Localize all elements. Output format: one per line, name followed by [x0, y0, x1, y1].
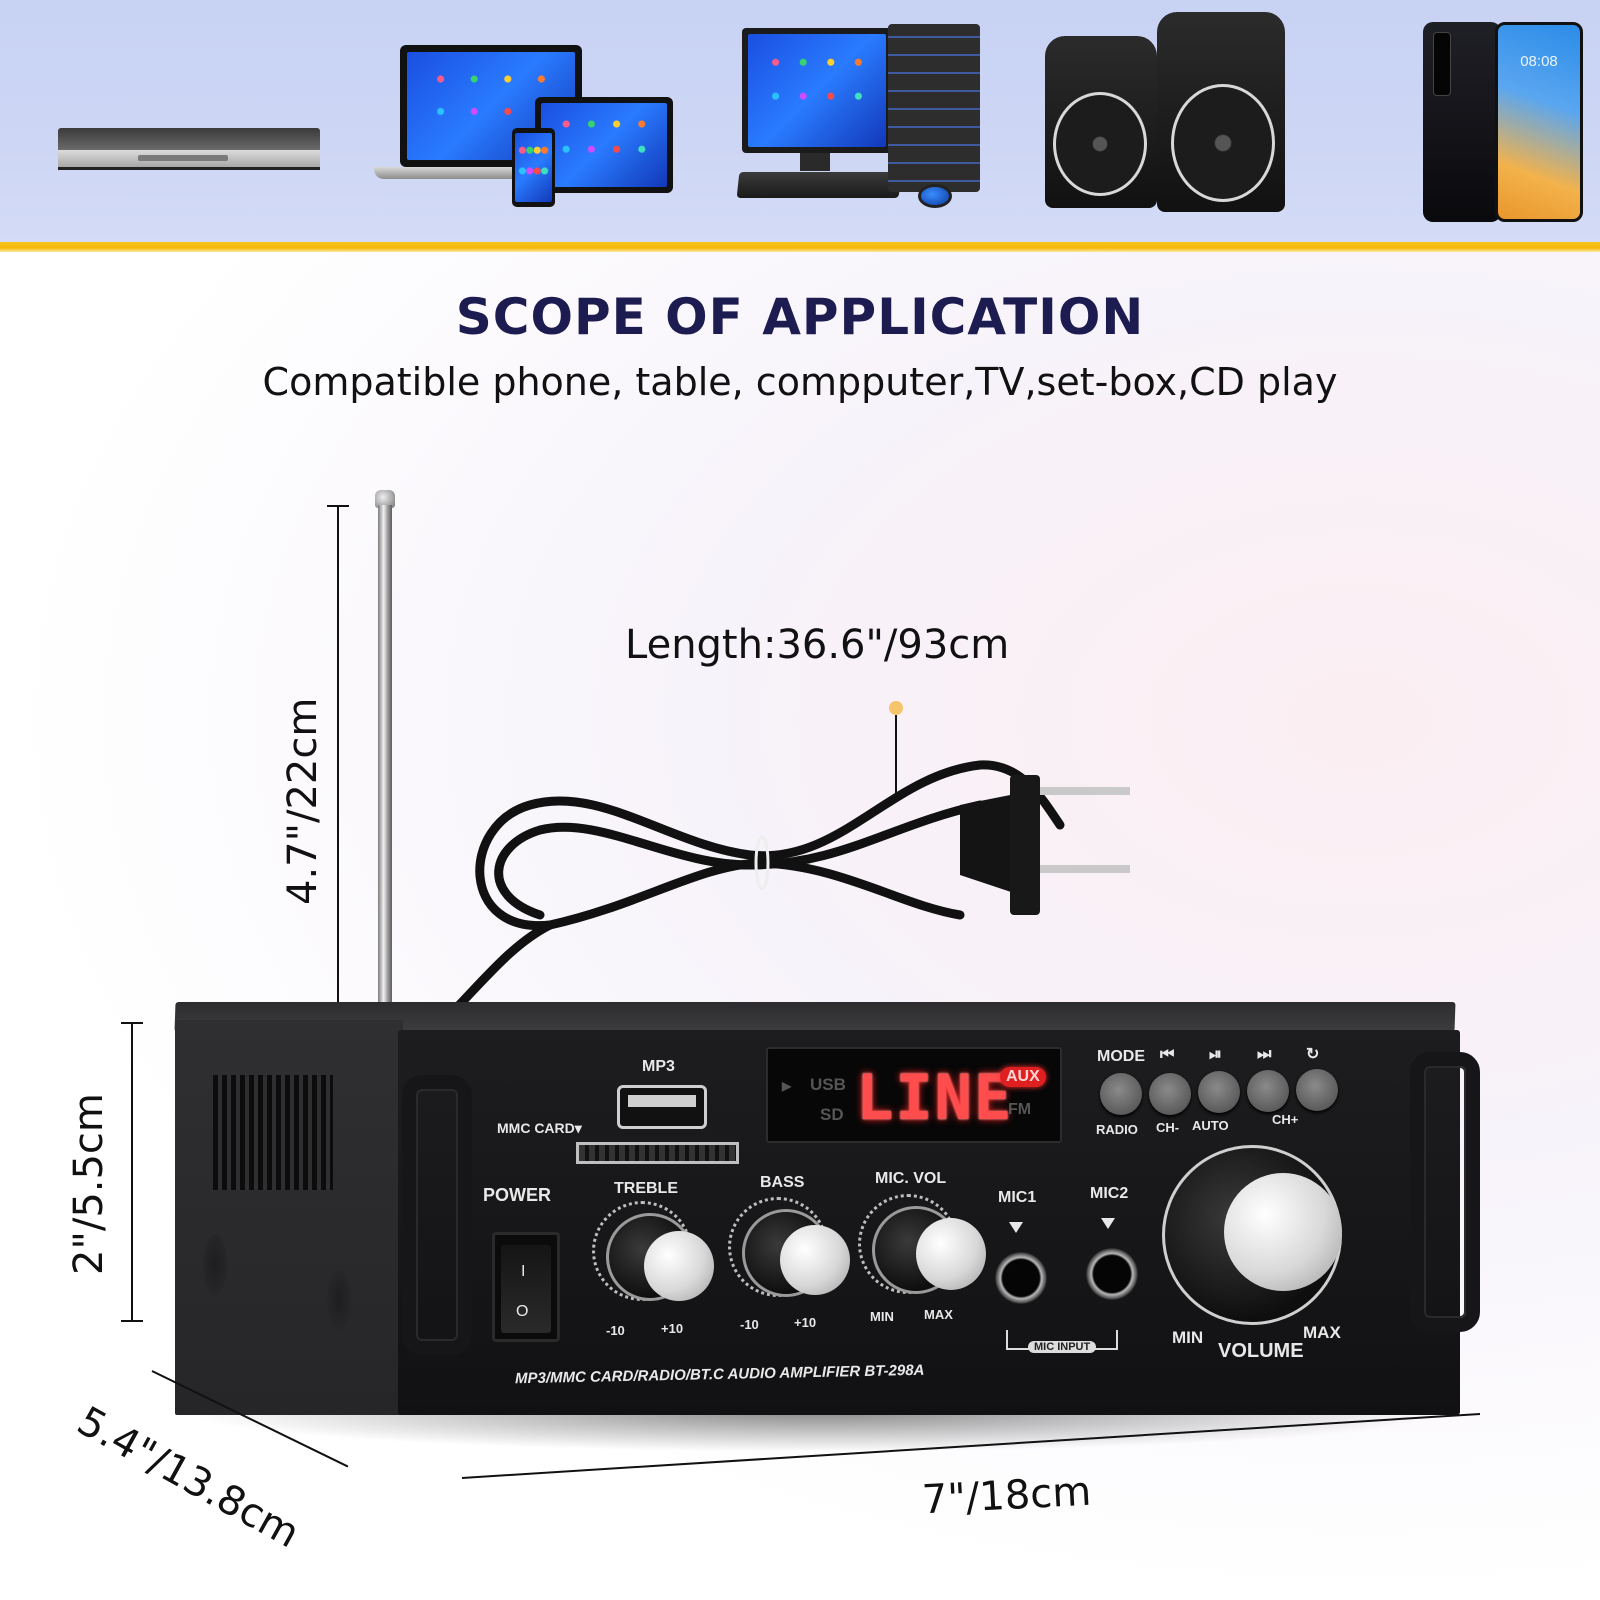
- volume-min-label: MIN: [1172, 1328, 1204, 1347]
- left-handle: [402, 1075, 472, 1355]
- treble-knob[interactable]: [592, 1201, 718, 1317]
- mp3-label: MP3: [642, 1058, 675, 1075]
- treble-min-label: -10: [606, 1323, 625, 1338]
- mic1-jack[interactable]: [995, 1252, 1047, 1304]
- bass-knob[interactable]: [728, 1197, 854, 1313]
- set-top-box-icon: [58, 128, 320, 180]
- mmc-card-slot[interactable]: [576, 1142, 739, 1164]
- vent-grille: [213, 1075, 333, 1190]
- banner-stripe: [0, 242, 1600, 252]
- small-phone-icon: [512, 128, 555, 207]
- next-icon: ⏭: [1257, 1046, 1272, 1063]
- mic-vol-max-label: MAX: [924, 1307, 953, 1322]
- amplifier-shadow: [180, 1412, 1450, 1452]
- power-cord-icon: [435, 760, 1130, 1030]
- next-ch-plus-button[interactable]: [1247, 1070, 1289, 1112]
- repeat-button[interactable]: [1296, 1069, 1338, 1111]
- mic2-arrow-icon: [1101, 1218, 1115, 1229]
- fm-indicator: FM: [1008, 1101, 1032, 1118]
- mic-volume-knob[interactable]: [858, 1194, 989, 1310]
- bass-max-label: +10: [794, 1315, 817, 1330]
- volume-max-label: MAX: [1303, 1323, 1341, 1342]
- repeat-icon: ↻: [1306, 1046, 1320, 1063]
- ch-minus-label: CH-: [1156, 1120, 1180, 1135]
- auto-label: AUTO: [1192, 1118, 1229, 1133]
- power-on-mark: I: [521, 1263, 526, 1280]
- amp-height-label: 2"/5.5cm: [66, 1093, 112, 1275]
- mode-label: MODE: [1097, 1048, 1145, 1065]
- mic2-jack[interactable]: [1086, 1248, 1138, 1300]
- play-indicator: ▶: [782, 1079, 792, 1093]
- mouse-icon: [918, 184, 952, 208]
- aux-indicator: AUX: [1000, 1067, 1046, 1087]
- prev-icon: ⏮: [1160, 1046, 1175, 1063]
- mic-vol-min-label: MIN: [870, 1309, 894, 1324]
- antenna-dim-line: [337, 505, 339, 1003]
- monitor-stand: [800, 153, 830, 171]
- mic-input-label: MIC INPUT: [1028, 1341, 1097, 1353]
- usb-indicator: USB: [810, 1075, 846, 1094]
- side-hole: [203, 1235, 227, 1295]
- compatibility-subtitle: Compatible phone, table, compputer,TV,se…: [262, 360, 1338, 404]
- bass-label: BASS: [760, 1174, 805, 1191]
- amp-width-label: 7"/18cm: [920, 1468, 1093, 1524]
- height-dim-cap-bottom: [121, 1320, 143, 1322]
- device-banner: 08:08: [0, 0, 1600, 242]
- amplifier-side-panel: [175, 1020, 403, 1415]
- bass-min-label: -10: [740, 1317, 759, 1332]
- power-switch[interactable]: I O: [492, 1232, 560, 1342]
- radio-label: RADIO: [1096, 1122, 1138, 1137]
- play-pause-icon: ⏯: [1209, 1046, 1222, 1063]
- mic1-arrow-icon: [1009, 1222, 1023, 1233]
- volume-label: VOLUME: [1218, 1340, 1304, 1362]
- mic-vol-label: MIC. VOL: [875, 1170, 947, 1187]
- power-off-mark: O: [516, 1303, 529, 1320]
- ch-plus-label: CH+: [1272, 1112, 1299, 1127]
- keyboard-icon: [736, 172, 902, 198]
- prev-ch-minus-button[interactable]: [1149, 1073, 1191, 1115]
- mic2-label: MIC2: [1090, 1185, 1129, 1202]
- antenna-height-label: 4.7"/22cm: [280, 697, 326, 905]
- cord-callout-dot: [889, 701, 903, 715]
- speaker-icon: [1045, 36, 1157, 208]
- usb-port[interactable]: [617, 1085, 707, 1129]
- speaker-icon: [1157, 12, 1285, 212]
- smartphone-back-icon: [1423, 22, 1501, 222]
- mmc-card-label: MMC CARD▾: [497, 1120, 582, 1136]
- pc-tower-icon: [888, 24, 980, 192]
- phone-clock: 08:08: [1520, 53, 1558, 70]
- side-hole: [327, 1270, 351, 1330]
- page-title: SCOPE OF APPLICATION: [455, 288, 1145, 346]
- antenna-icon: [378, 505, 392, 1025]
- mic1-label: MIC1: [998, 1189, 1037, 1206]
- smartphone-front-icon: 08:08: [1495, 22, 1583, 222]
- sd-indicator: SD: [820, 1105, 844, 1124]
- cord-callout-line: [895, 715, 897, 795]
- play-pause-auto-button[interactable]: [1198, 1071, 1240, 1113]
- tablet-icon: [535, 97, 673, 193]
- treble-label: TREBLE: [614, 1180, 678, 1197]
- right-handle: [1410, 1052, 1480, 1332]
- treble-max-label: +10: [661, 1321, 684, 1336]
- power-label: POWER: [483, 1185, 552, 1205]
- volume-knob[interactable]: [1162, 1145, 1352, 1335]
- monitor-icon: [742, 28, 892, 153]
- mode-radio-button[interactable]: [1100, 1073, 1142, 1115]
- antenna-tip: [375, 490, 395, 508]
- cord-length-label: Length:36.6"/93cm: [625, 622, 1010, 668]
- led-display: ▶ USB SD LINE AUX FM: [766, 1047, 1062, 1143]
- display-source-text: LINE: [856, 1061, 1014, 1134]
- height-dim-line: [131, 1022, 133, 1320]
